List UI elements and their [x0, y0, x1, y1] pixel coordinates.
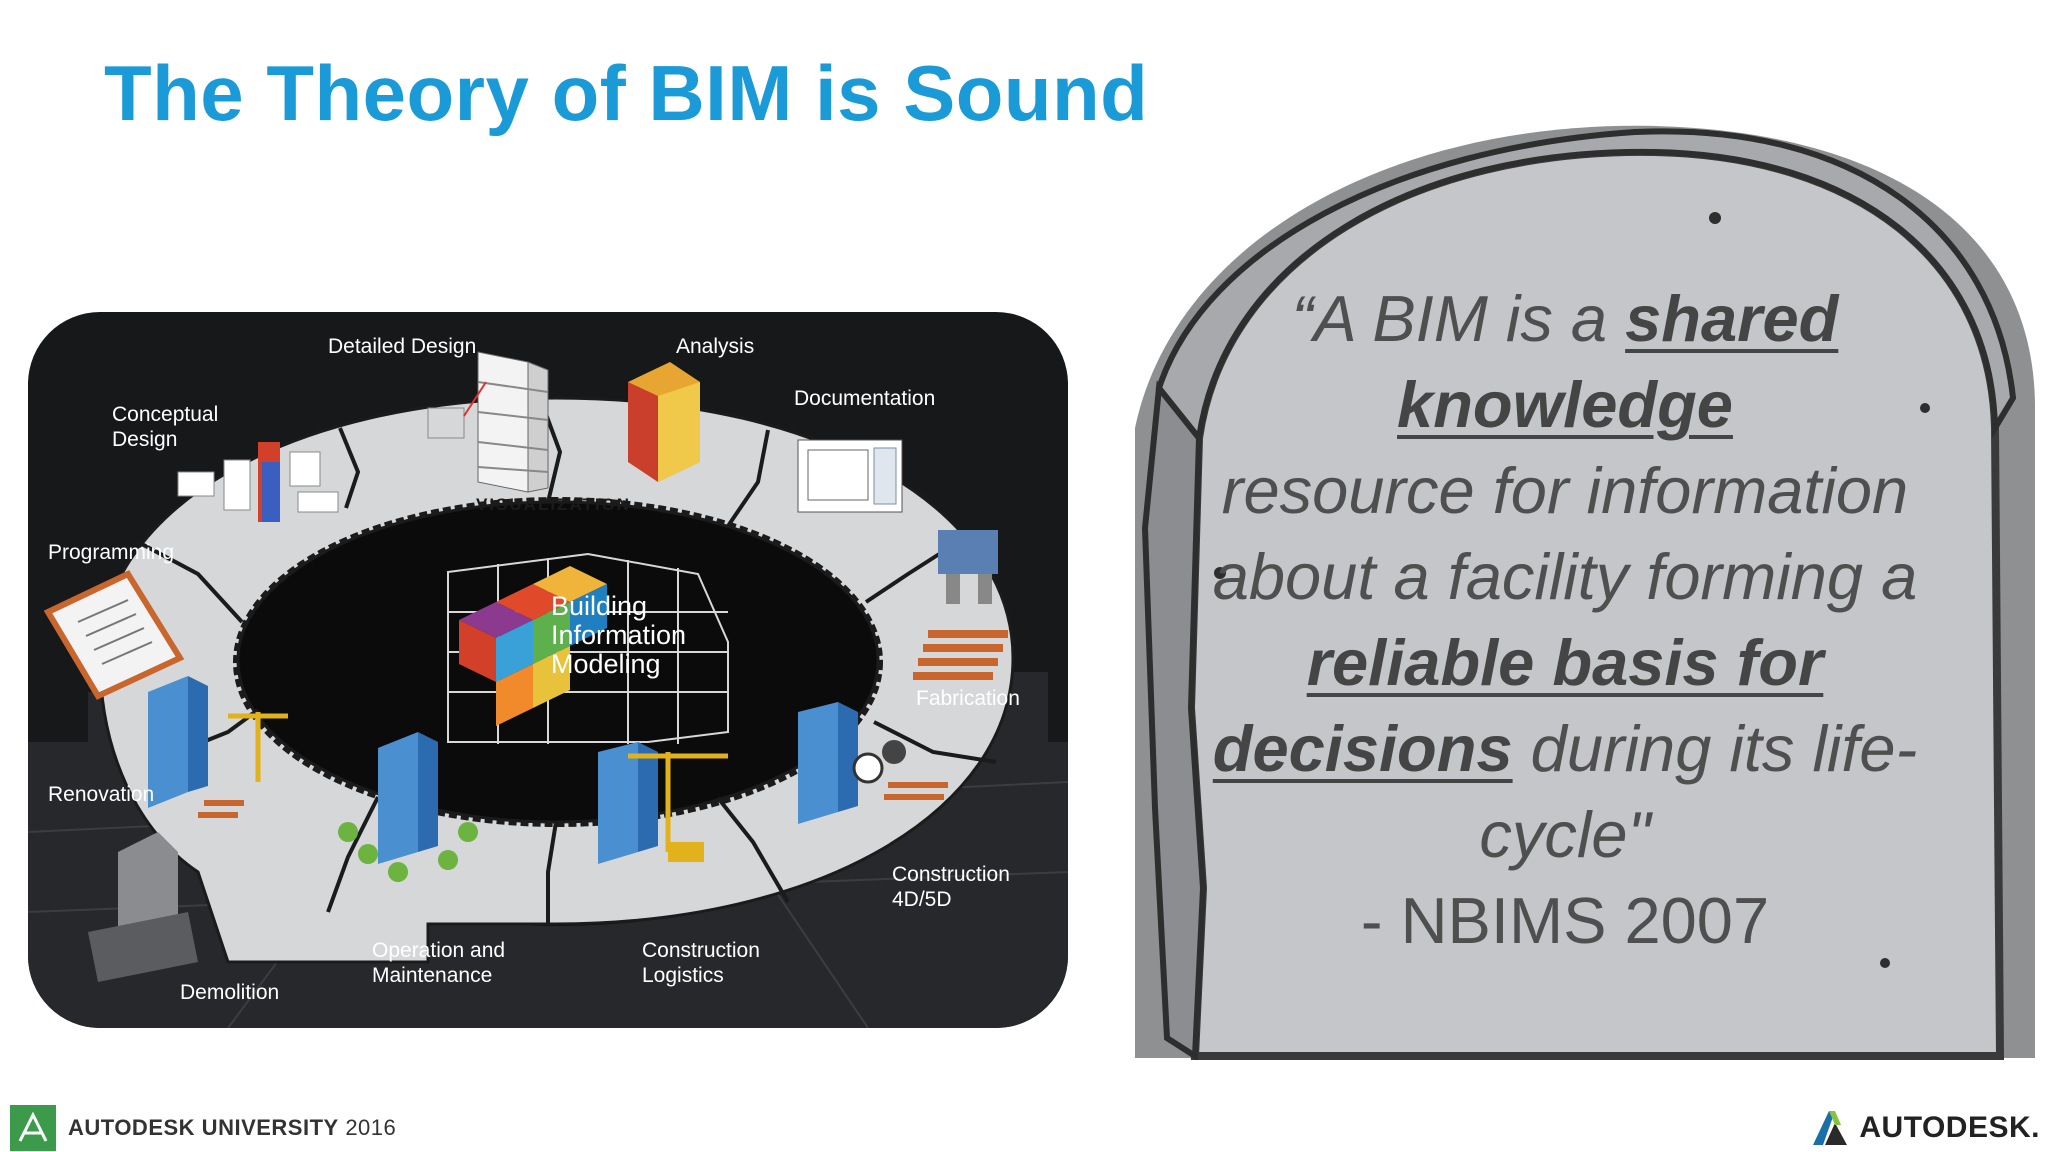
au-wordmark: AUTODESK UNIVERSITY 2016 — [68, 1115, 397, 1140]
bim-cube-icon — [459, 566, 607, 726]
construction-4d5d-model — [798, 702, 948, 824]
bim-lifecycle-diagram: VISUALIZATION Building Information Model… — [28, 312, 1068, 1028]
quote-emphasis-decisions: decisions — [1212, 712, 1513, 785]
stage-conceptual-design: Conceptual Design — [112, 403, 219, 451]
stage-detailed-design: Detailed Design — [328, 335, 477, 358]
autodesk-university-logo: AUTODESK UNIVERSITY 2016 — [10, 1104, 396, 1152]
stage-operation-maintenance: Operation and Maintenance — [372, 939, 506, 987]
demolition-model — [88, 832, 198, 982]
stage-demolition: Demolition — [180, 981, 280, 1004]
stage-programming: Programming — [48, 541, 175, 564]
operation-maintenance-model — [338, 732, 478, 882]
autodesk-wordmark: AUTODESK. — [1859, 1111, 2040, 1144]
documentation-drawing — [797, 439, 903, 513]
ring-label: VISUALIZATION — [476, 495, 631, 514]
ring-segment-dividers — [137, 397, 997, 924]
autodesk-a-icon — [1813, 1111, 1848, 1145]
lifecycle-ring-graphic: VISUALIZATION — [28, 351, 1068, 1028]
stage-documentation: Documentation — [794, 387, 936, 410]
au-logo-icon — [10, 1105, 56, 1151]
quote-middle: resource for information about a facilit… — [1212, 454, 1918, 613]
stage-renovation: Renovation — [48, 783, 155, 806]
stage-fabrication: Fabrication — [916, 687, 1020, 710]
slide-title: The Theory of BIM is Sound — [104, 49, 1149, 137]
construction-logistics-model — [598, 742, 728, 864]
conceptual-design-model — [177, 442, 339, 522]
quote-emphasis-knowledge: knowledge — [1397, 368, 1733, 441]
tombstone-graphic — [1095, 108, 2035, 1060]
center-label: Building Information Modeling — [551, 591, 687, 679]
autodesk-logo: AUTODESK. — [1811, 1106, 2040, 1150]
quote-open: “A BIM is a — [1291, 282, 1626, 355]
stage-analysis: Analysis — [676, 335, 755, 358]
quote-tail: during its life-cycle" — [1479, 712, 1918, 871]
quote-emphasis-shared: shared — [1625, 282, 1839, 355]
renovation-model — [148, 676, 288, 818]
detailed-design-tower — [427, 351, 549, 493]
stage-construction-logistics: Construction Logistics — [642, 939, 760, 987]
fabrication-machinery — [913, 530, 1008, 680]
stage-construction-4d5d: Construction 4D/5D — [892, 863, 1010, 911]
analysis-tower — [628, 362, 700, 482]
programming-clipboard — [43, 570, 185, 700]
quote-attribution: - NBIMS 2007 — [1360, 884, 1770, 957]
quote-emphasis-reliable: reliable basis for — [1306, 626, 1824, 699]
nbims-quote: “A BIM is a shared knowledge resource fo… — [1185, 276, 1945, 964]
